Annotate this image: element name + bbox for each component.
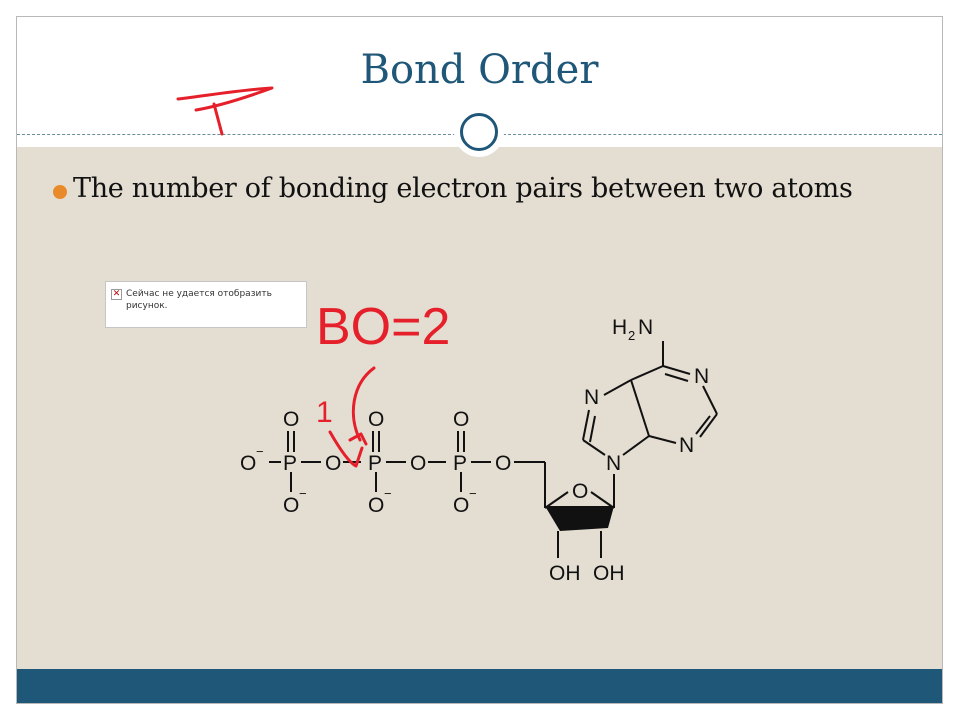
atom-oxygen: O — [368, 408, 384, 431]
bond-c8-n7 — [582, 409, 590, 441]
bond-n9-c8 — [582, 439, 606, 456]
atom-phosphorus: P — [283, 452, 297, 475]
molecule-bonds — [269, 341, 718, 558]
bond-n7-c5 — [603, 379, 632, 396]
atom-oxygen: O — [325, 452, 341, 475]
atom-amine-h: H — [612, 316, 627, 339]
atom-oxygen: O — [572, 480, 588, 503]
bond-c4-ring-o — [544, 491, 569, 509]
atom-nitrogen: N — [679, 434, 694, 457]
bullet-text: The number of bonding electron pairs bet… — [73, 173, 853, 204]
broken-image-x-icon: ✕ — [111, 289, 122, 300]
atom-oxygen: O — [283, 408, 299, 431]
bond-n9-c4 — [622, 435, 650, 456]
atom-phosphorus: P — [368, 452, 382, 475]
divider-ring-inner — [460, 113, 498, 151]
bond-c5-c4 — [630, 379, 650, 437]
slide-title: Bond Order — [360, 47, 599, 93]
bond-c2-n3-double — [695, 415, 711, 435]
molecule-atoms: O − P O O − O P O O − O P O O − O O OH O… — [240, 316, 709, 585]
broken-image-placeholder: ✕ Сейчас не удается отобразить рисунок. — [105, 281, 307, 328]
atom-amine-n: N — [638, 316, 653, 339]
atom-oxygen: O — [368, 494, 384, 517]
atom-amine-subscript: 2 — [628, 328, 635, 343]
atom-phosphorus: P — [453, 452, 467, 475]
sugar-ring-wedge — [545, 506, 614, 531]
atom-nitrogen: N — [606, 452, 621, 475]
atom-hydroxyl: OH — [549, 562, 581, 585]
atom-nitrogen: N — [584, 386, 599, 409]
bullet-item: The number of bonding electron pairs bet… — [53, 171, 883, 207]
atom-charge: − — [469, 486, 477, 501]
bond-ring-o-c1 — [590, 491, 615, 509]
broken-image-message: Сейчас не удается отобразить рисунок. — [126, 289, 272, 311]
atom-nitrogen: N — [694, 365, 709, 388]
slide: Bond Order The number of bonding electro… — [16, 16, 943, 704]
bond-c6-n1-double — [664, 373, 689, 382]
atom-oxygen: O — [453, 408, 469, 431]
atom-hydroxyl: OH — [593, 562, 625, 585]
bond-c8-n7-double — [589, 415, 596, 443]
bond-c5-c6 — [630, 365, 664, 381]
footer-bar — [17, 669, 942, 703]
bond-n1-c2 — [702, 385, 718, 415]
content-area: The number of bonding electron pairs bet… — [17, 147, 942, 671]
atom-charge: − — [256, 444, 264, 459]
atom-oxygen: O — [240, 452, 256, 475]
atom-charge: − — [384, 486, 392, 501]
bond-c2-n3 — [699, 413, 718, 438]
atom-oxygen: O — [453, 494, 469, 517]
divider-ring-icon — [454, 107, 504, 157]
atom-oxygen: O — [410, 452, 426, 475]
bullet-dot-icon — [53, 185, 67, 199]
atom-charge: − — [299, 486, 307, 501]
bond-c6-n1 — [662, 365, 691, 375]
atom-oxygen: O — [495, 452, 511, 475]
atom-oxygen: O — [283, 494, 299, 517]
bond-n3-c4 — [648, 435, 677, 444]
